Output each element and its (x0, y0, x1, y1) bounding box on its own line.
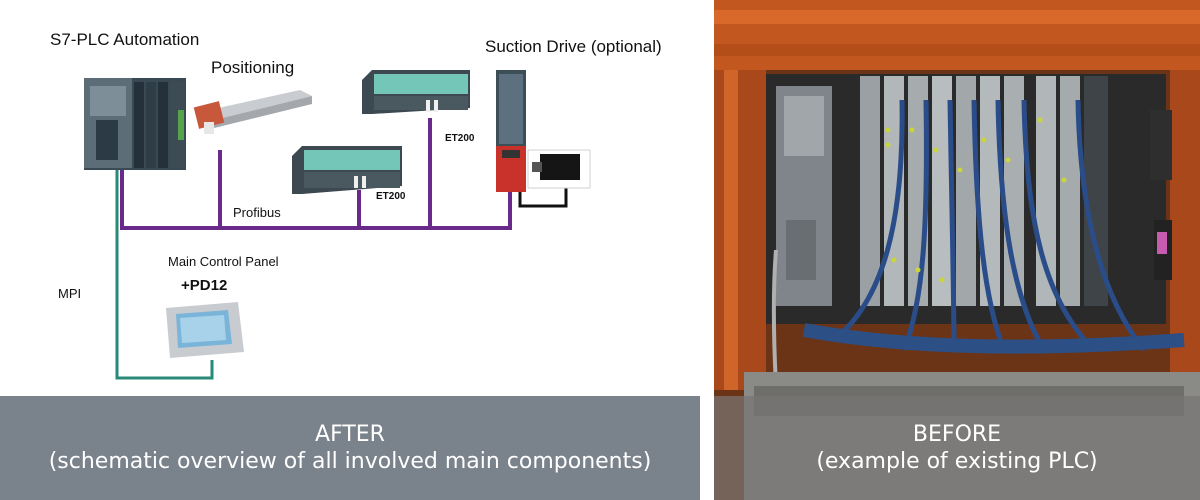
et200-b-label: ET200 (376, 191, 406, 202)
plc-rack-image (84, 78, 186, 170)
before-panel: BEFORE (example of existing PLC) (714, 0, 1200, 500)
before-caption: BEFORE (example of existing PLC) (714, 396, 1200, 500)
status-leds (885, 117, 1067, 283)
after-panel: S7-PLC Automation Positioning Suction Dr… (0, 30, 700, 500)
profibus-label: Profibus (233, 205, 281, 220)
after-caption-title: AFTER (315, 422, 385, 447)
mpi-label: MPI (58, 286, 82, 301)
et200-module-b-image (292, 146, 402, 194)
before-caption-title: BEFORE (912, 422, 1002, 447)
suction-drive-image (496, 70, 526, 192)
suction-drive-label: Suction Drive (optional) (485, 37, 662, 56)
control-panel-image (166, 302, 244, 358)
before-caption-subtitle: (example of existing PLC) (816, 449, 1098, 474)
mpi-line (115, 168, 214, 380)
blue-wiring (802, 99, 1185, 354)
drive-motor-cable (518, 186, 568, 208)
et200-module-a-image (362, 70, 470, 114)
panel-divider (700, 0, 714, 500)
schematic-diagram (84, 70, 591, 380)
main-control-panel-label: Main Control Panel (168, 254, 279, 269)
profibus-line (120, 168, 512, 230)
positioning-label: Positioning (211, 58, 295, 77)
positioning-sensor-image (193, 90, 312, 134)
after-caption-subtitle: (schematic overview of all involved main… (48, 449, 652, 474)
panel-id-label: +PD12 (181, 277, 228, 294)
et200-a-label: ET200 (445, 133, 475, 144)
motor-image (527, 149, 591, 189)
after-caption: AFTER (schematic overview of all involve… (0, 396, 700, 500)
plc-label: S7-PLC Automation (50, 30, 200, 49)
